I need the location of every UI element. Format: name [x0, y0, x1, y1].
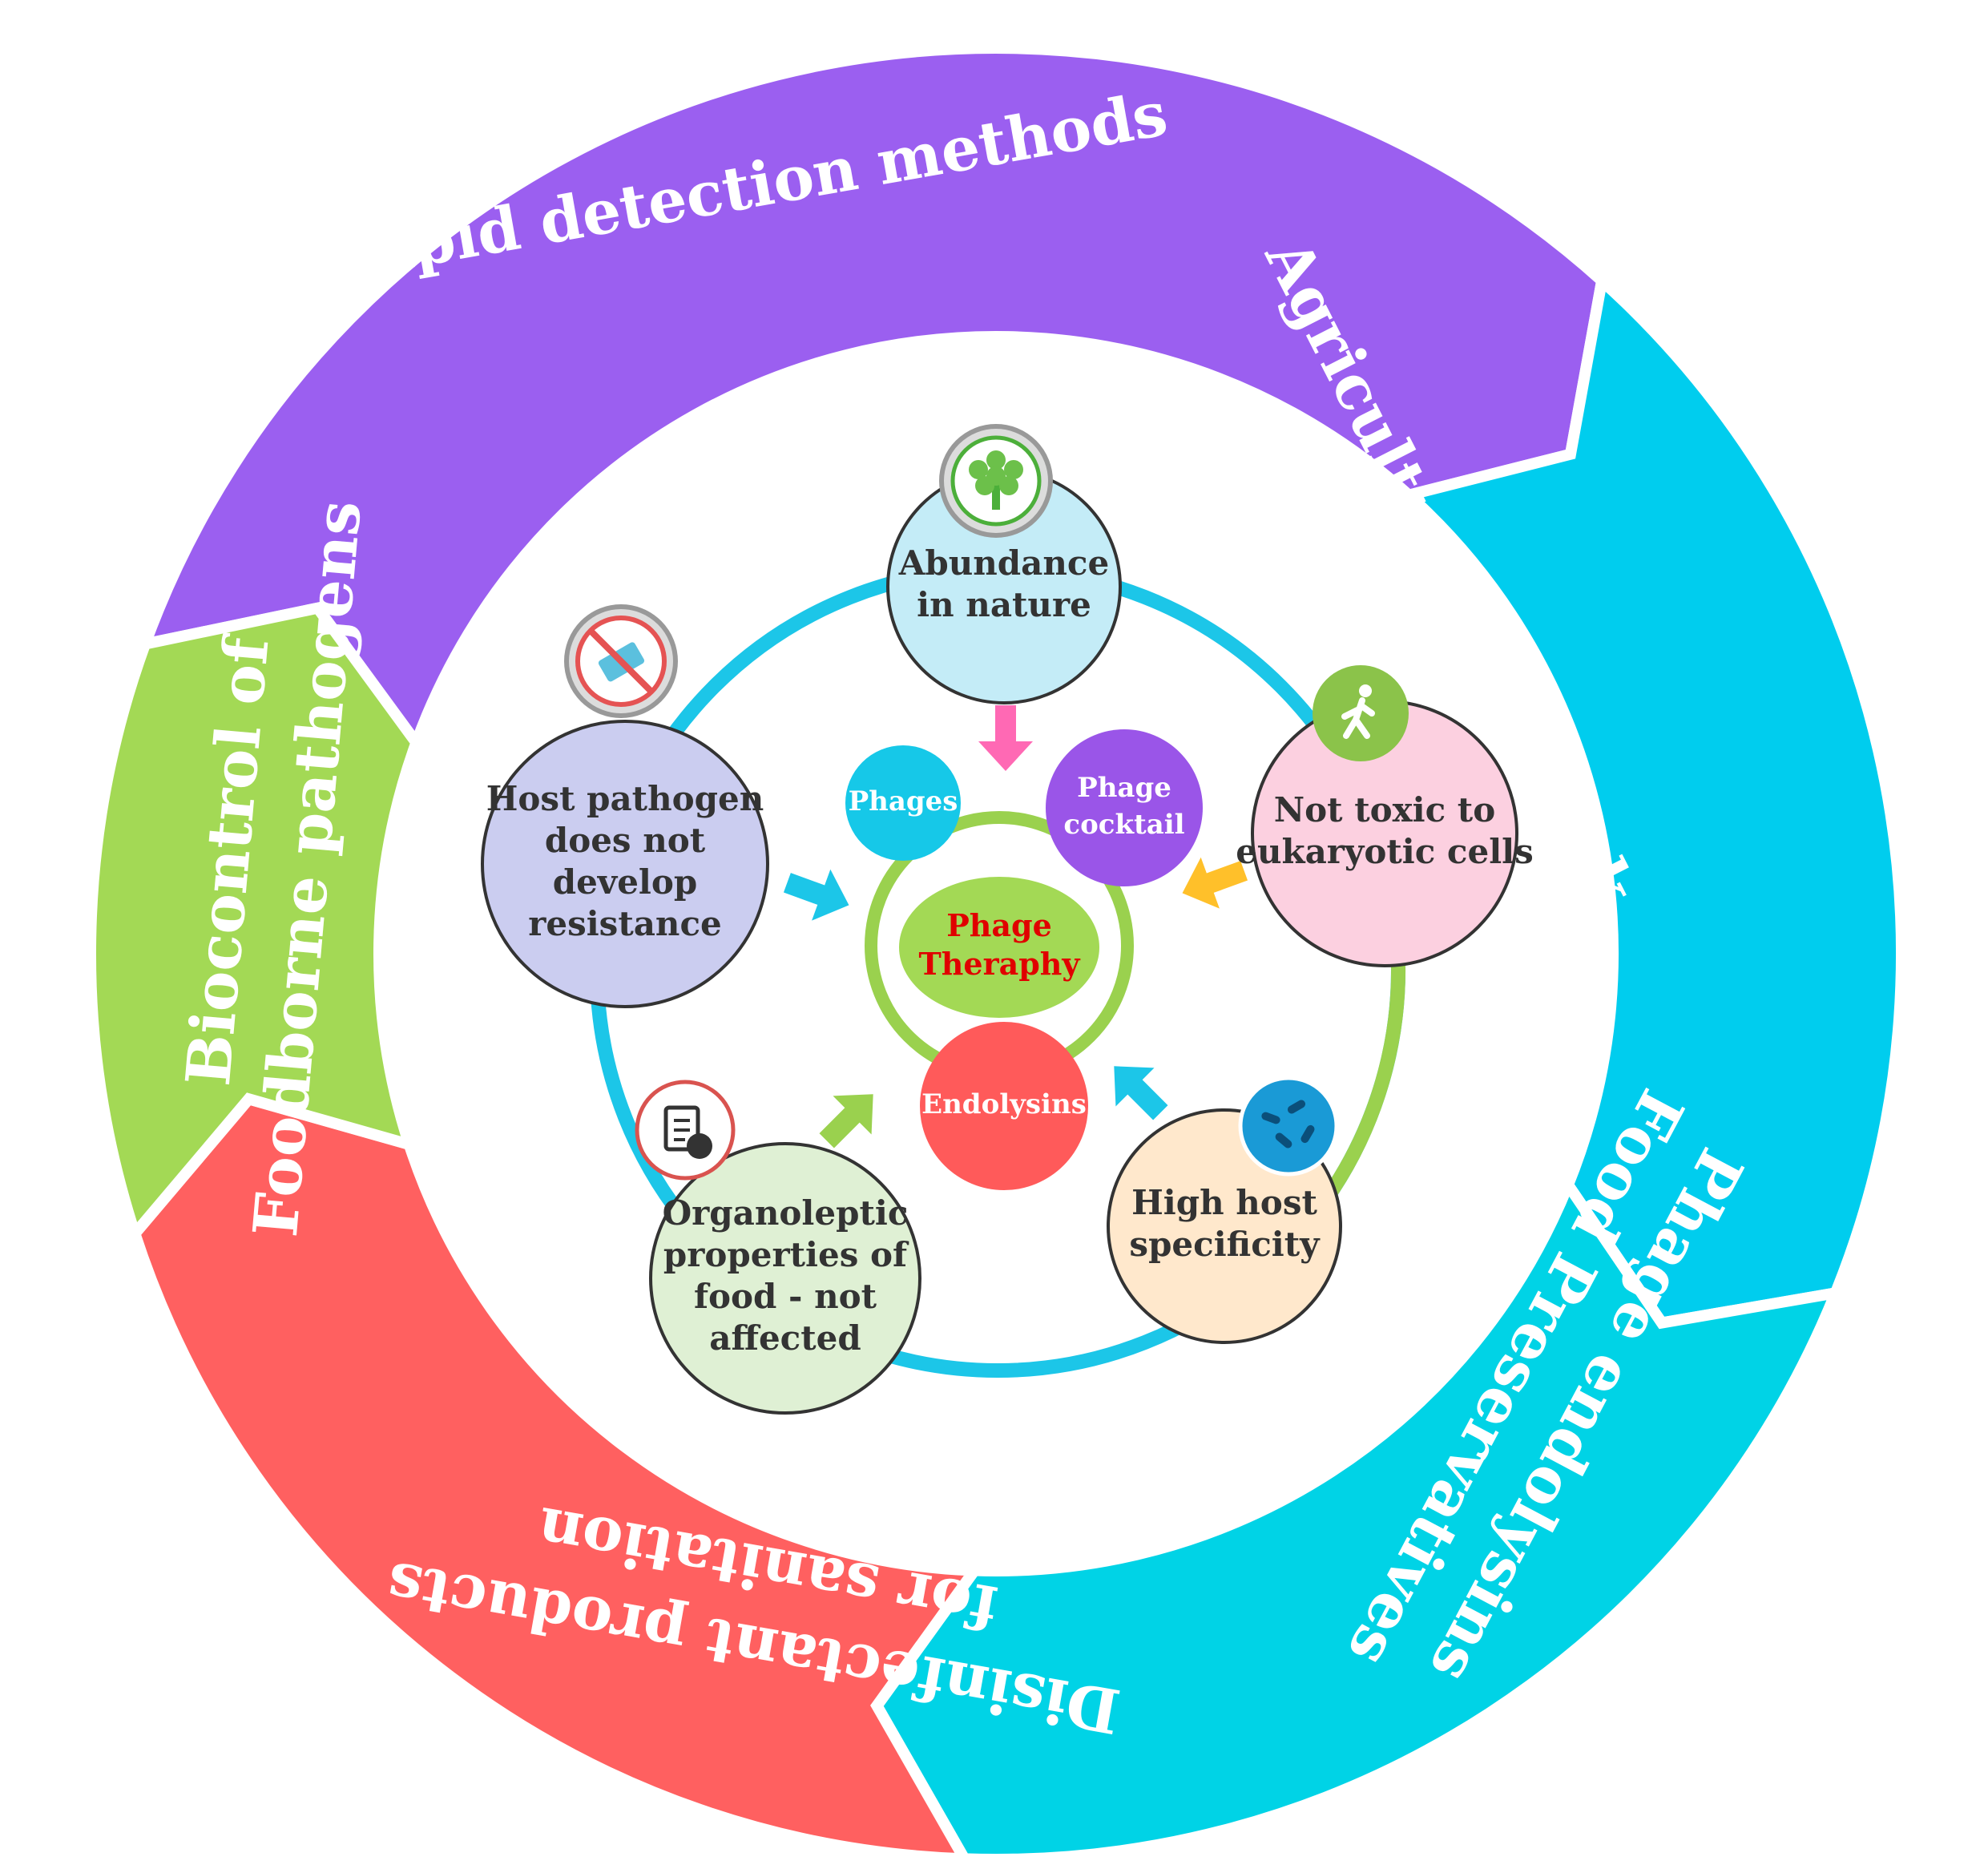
phage-therapy-ellipse — [899, 877, 1099, 1018]
endolysins-label-line: Endolysins — [921, 1088, 1087, 1120]
arrow-abundance — [978, 705, 1033, 771]
arrow-shape — [978, 705, 1033, 771]
segment-rapid-detection — [136, 42, 1608, 755]
benefit-label-no-resistance-line: develop — [553, 862, 698, 902]
arrow-organoleptic — [819, 1094, 873, 1148]
benefit-label-host-specificity-line: High host — [1131, 1183, 1317, 1222]
phage-cocktail-label: Phage cocktail — [1063, 772, 1184, 841]
arrow-shape — [1182, 857, 1248, 909]
benefit-label-abundance-line: Abundance — [898, 543, 1109, 583]
arrow-shape — [783, 869, 849, 921]
arrows — [783, 705, 1248, 1148]
arrow-host-specificity — [1114, 1066, 1168, 1120]
benefit-label-organoleptic-line: properties of — [663, 1235, 909, 1274]
phage-cocktail-label-line: cocktail — [1063, 809, 1184, 841]
phage-therapy-label-line: Phage — [946, 907, 1052, 943]
phages-label: Phages — [849, 785, 958, 817]
clipboard-food-icon — [635, 1080, 736, 1181]
segment-phage-endolysins — [870, 1173, 1845, 1865]
arrow-shape — [819, 1094, 873, 1148]
benefit-label-organoleptic-line: food - not — [694, 1277, 877, 1316]
phage-cocktail-label-line: Phage — [1077, 772, 1171, 804]
benefit-label-not-toxic-line: eukaryotic cells — [1236, 832, 1534, 871]
walking-person-icon — [1313, 665, 1409, 761]
benefit-label-abundance-line: in nature — [917, 585, 1091, 624]
benefit-circle — [649, 1142, 921, 1415]
arrow-shape — [1114, 1066, 1168, 1120]
benefit-label-no-resistance-line: does not — [545, 821, 706, 860]
phage-therapy-label-line: Theraphy — [918, 946, 1080, 982]
benefit-label-not-toxic-line: Not toxic to — [1274, 790, 1495, 830]
phages-label-line: Phages — [849, 785, 958, 817]
segment-disinfectant — [128, 1092, 986, 1865]
phage-cocktail-circle — [1046, 729, 1203, 886]
segment-agriculture-livestock — [1397, 269, 1907, 1330]
bacteria-icon — [1238, 1076, 1339, 1177]
no-pills-icon — [564, 604, 678, 718]
outer-ring: Rapid detection methodsAgriculture/Lives… — [85, 42, 1907, 1865]
benefit-label-host-specificity-line: specificity — [1129, 1225, 1321, 1264]
arrow-no-resistance — [783, 869, 849, 921]
segment-biocontrol — [85, 601, 423, 1245]
benefit-circle — [481, 720, 769, 1008]
benefit-label-no-resistance-line: resistance — [528, 904, 722, 943]
endolysins-circle — [920, 1022, 1088, 1190]
endolysins-label: Endolysins — [921, 1088, 1087, 1120]
benefit-label-organoleptic-line: affected — [709, 1318, 861, 1358]
arrow-not-toxic — [1182, 857, 1248, 909]
benefit-label-no-resistance-line: Host pathogen — [486, 779, 764, 818]
phages-circle — [845, 745, 961, 861]
benefit-label-organoleptic-line: Organoleptic — [663, 1193, 909, 1233]
tree-icon — [939, 424, 1053, 538]
